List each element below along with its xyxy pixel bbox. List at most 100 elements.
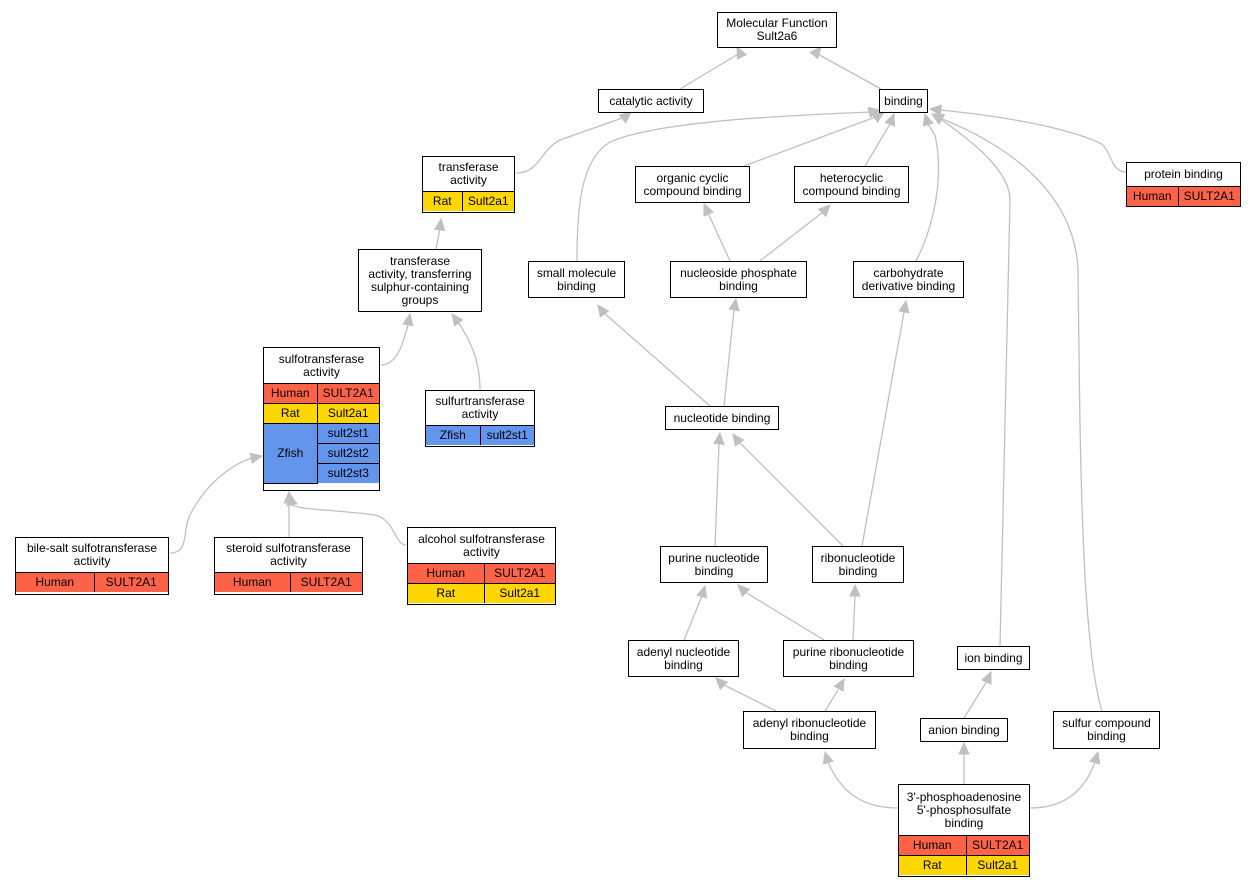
node-catalytic[interactable]: catalytic activity (598, 89, 704, 113)
node-label: steroid sulfotransferase activity (215, 538, 362, 573)
node-transferase-sulphur[interactable]: transferase activity, transferring sulph… (358, 249, 482, 312)
node-label: purine ribonucleotide binding (792, 644, 905, 672)
species-cell: Human (264, 384, 318, 404)
arrowhead (871, 111, 886, 124)
node-adenyl-nucleotide[interactable]: adenyl nucleotide binding (628, 640, 739, 677)
node-label: alcohol sulfotransferase activity (408, 528, 555, 564)
node-label: nucleotide binding (673, 410, 771, 425)
node-label: adenyl ribonucleotide binding (752, 716, 867, 743)
arrowhead (817, 204, 831, 218)
species-cell: Human (215, 573, 291, 592)
edge-ion-to-binding (930, 113, 1011, 647)
node-ion[interactable]: ion binding (957, 646, 1030, 670)
arrowhead (1089, 750, 1101, 765)
species-cell: Human (16, 573, 95, 592)
arrowhead (433, 217, 446, 232)
node-label: sulfotransferase activity (264, 348, 379, 384)
arrowhead (898, 299, 910, 314)
edge-sulfurtransferase-to-transferase-sulphur (451, 313, 481, 391)
arrowhead (732, 433, 745, 447)
arrowhead (922, 112, 934, 127)
node-label: ion binding (964, 650, 1023, 665)
node-label: adenyl nucleotide binding (636, 644, 731, 672)
node-paps[interactable]: 3'-phosphoadenosine 5'-phosphosulfate bi… (898, 784, 1030, 877)
species-cell: Zfish (264, 423, 318, 484)
node-anion[interactable]: anion binding (920, 718, 1008, 742)
edge-nucleoside-phosphate-to-organic-cyclic (703, 202, 731, 262)
edge-adenyl-ribonucleotide-to-purine-ribonucleotide (824, 677, 845, 712)
edge-small-molecule-to-binding (576, 106, 882, 262)
gene-cell[interactable]: sult2st1 (316, 423, 379, 444)
gene-cell[interactable]: SULT2A1 (1177, 187, 1240, 206)
node-label: Molecular Function Sult2a6 (726, 16, 828, 43)
node-nucleoside-phosphate[interactable]: nucleoside phosphate binding (670, 261, 807, 298)
edge-paps-to-sulfur-compound (1029, 750, 1101, 809)
node-sulfur-compound[interactable]: sulfur compound binding (1053, 711, 1160, 749)
edge-ribonucleotide-to-carbohydrate (861, 299, 910, 547)
node-label: purine nucleotide binding (668, 550, 760, 578)
arrowhead (597, 304, 610, 318)
arrowhead (884, 112, 896, 127)
edge-adenyl-ribonucleotide-to-adenyl-nucleotide (715, 677, 777, 712)
node-label: anion binding (928, 722, 1000, 737)
edge-ribonucleotide-to-nucleotide (732, 433, 844, 547)
gene-cell[interactable]: sult2st2 (317, 443, 379, 464)
arrowhead (981, 670, 992, 685)
arrowhead (930, 113, 945, 125)
node-nucleotide[interactable]: nucleotide binding (665, 406, 779, 430)
edge-nucleotide-to-small-molecule (597, 304, 711, 407)
node-heterocyclic[interactable]: heterocyclic compound binding (794, 166, 909, 203)
edge-paps-to-adenyl-ribonucleotide (822, 750, 899, 809)
node-label: small molecule binding (536, 265, 617, 293)
node-label: binding (884, 93, 923, 108)
gene-cell[interactable]: Sult2a1 (461, 192, 514, 211)
node-carbohydrate[interactable]: carbohydrate derivative binding (853, 261, 964, 298)
gene-cell[interactable]: Sult2a1 (316, 403, 379, 424)
gene-cell[interactable]: sult2st3 (317, 463, 379, 483)
gene-cell[interactable]: SULT2A1 (93, 573, 168, 592)
node-mf[interactable]: Molecular Function Sult2a6 (717, 12, 837, 48)
gene-cell[interactable]: SULT2A1 (483, 564, 555, 584)
edge-heterocyclic-to-binding (864, 112, 896, 167)
node-label: transferase activity, transferring sulph… (368, 253, 472, 307)
gene-cell[interactable]: SULT2A1 (289, 573, 362, 592)
node-label: organic cyclic compound binding (643, 170, 742, 198)
node-purine-ribonucleotide[interactable]: purine ribonucleotide binding (783, 640, 914, 677)
species-cell: Rat (408, 583, 485, 603)
gene-cell[interactable]: Sult2a1 (965, 855, 1029, 875)
species-cell: Human (1127, 187, 1179, 206)
species-cell: Rat (264, 403, 318, 424)
node-label: sulfur compound binding (1062, 716, 1151, 743)
gene-cell[interactable]: SULT2A1 (965, 836, 1029, 856)
species-cell: Human (899, 836, 967, 856)
node-organic-cyclic[interactable]: organic cyclic compound binding (635, 166, 750, 203)
edge-purine-ribonucleotide-to-purine-nucleotide (737, 584, 825, 641)
edge-carbohydrate-to-binding (915, 112, 940, 262)
node-label: bile-salt sulfotransferase activity (16, 538, 168, 573)
node-ribonucleotide[interactable]: ribonucleotide binding (812, 546, 904, 583)
arrowhead (849, 583, 861, 597)
gene-cell[interactable]: SULT2A1 (316, 384, 379, 404)
node-purine-nucleotide[interactable]: purine nucleotide binding (660, 546, 768, 583)
node-binding[interactable]: binding (879, 89, 928, 113)
gene-cell[interactable]: Sult2a1 (483, 583, 555, 603)
gene-cell[interactable]: sult2st1 (479, 426, 534, 445)
arrowhead (715, 677, 729, 691)
node-small-molecule[interactable]: small molecule binding (528, 261, 625, 298)
node-adenyl-ribonucleotide[interactable]: adenyl ribonucleotide binding (743, 711, 876, 749)
edge-adenyl-nucleotide-to-purine-nucleotide (683, 584, 708, 641)
